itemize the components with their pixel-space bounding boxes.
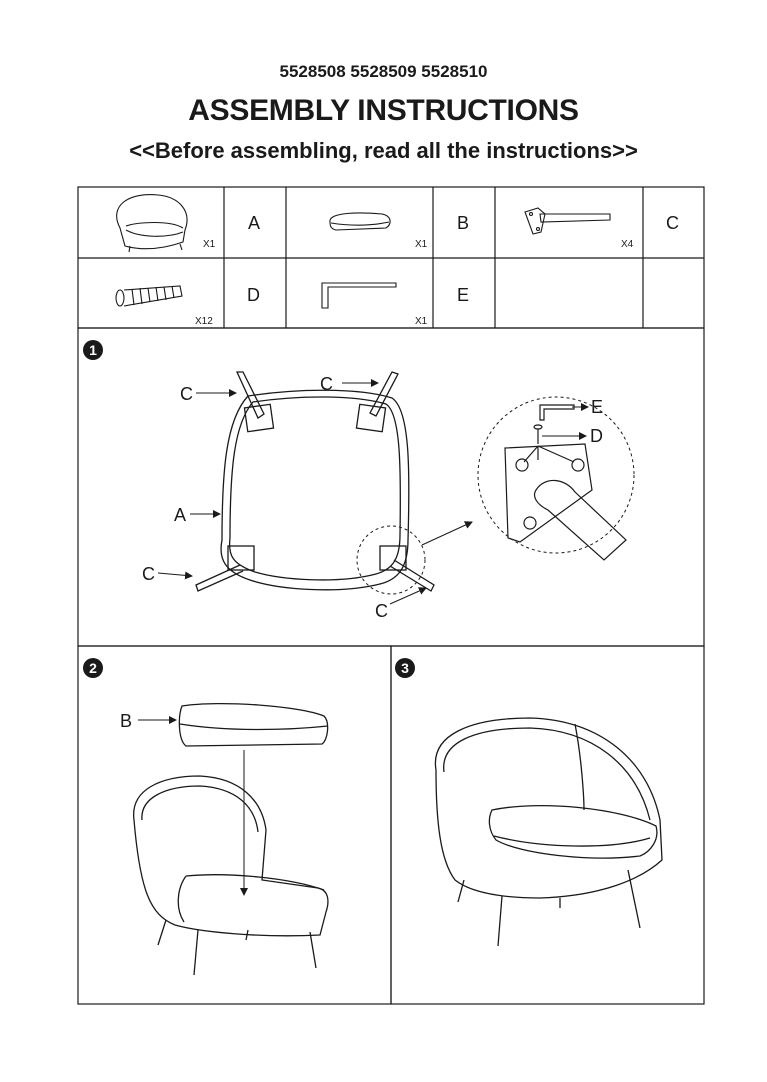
label-a: A bbox=[174, 505, 186, 525]
part-b-letter: B bbox=[457, 213, 469, 233]
part-d-qty: X12 bbox=[195, 316, 213, 327]
step2-panel bbox=[77, 645, 392, 1005]
part-d-letter: D bbox=[247, 285, 260, 305]
label-c-bottom-left: C bbox=[142, 564, 155, 584]
step2-drawing bbox=[133, 702, 329, 976]
step1-detail-view bbox=[477, 396, 635, 561]
label-e: E bbox=[591, 397, 603, 417]
bolt-icon bbox=[115, 285, 183, 307]
step3-badge bbox=[395, 658, 415, 678]
chair-leg-icon bbox=[524, 207, 611, 235]
label-c-bottom-right: C bbox=[375, 601, 388, 621]
step3-assembled-chair bbox=[434, 717, 663, 947]
part-b-qty: X1 bbox=[415, 239, 428, 250]
part-a-qty: X1 bbox=[203, 239, 216, 250]
step1-number: 1 bbox=[89, 342, 97, 358]
part-e-letter: E bbox=[457, 285, 469, 305]
label-c-top-left: C bbox=[180, 384, 193, 404]
step2-badge bbox=[83, 658, 103, 678]
label-b: B bbox=[120, 711, 132, 731]
part-e-qty: X1 bbox=[415, 316, 428, 327]
seat-cushion-icon bbox=[329, 212, 391, 231]
chair-body-icon bbox=[116, 194, 188, 253]
part-c-letter: C bbox=[666, 213, 679, 233]
step3-panel bbox=[390, 645, 705, 1005]
part-c-qty: X4 bbox=[621, 239, 634, 250]
step2-number: 2 bbox=[89, 660, 97, 676]
step1-badge bbox=[83, 340, 103, 360]
page-subtitle: <<Before assembling, read all the instru… bbox=[129, 138, 638, 163]
label-c-top-right: C bbox=[320, 374, 333, 394]
step1-chair-underside bbox=[195, 371, 435, 592]
detail-callout bbox=[356, 525, 426, 595]
allen-key-icon bbox=[321, 282, 397, 309]
step3-number: 3 bbox=[401, 660, 409, 676]
step1-panel bbox=[77, 327, 705, 647]
part-a-letter: A bbox=[248, 213, 260, 233]
label-d: D bbox=[590, 426, 603, 446]
product-codes: 5528508 5528509 5528510 bbox=[279, 62, 488, 81]
page-title: ASSEMBLY INSTRUCTIONS bbox=[188, 94, 579, 127]
